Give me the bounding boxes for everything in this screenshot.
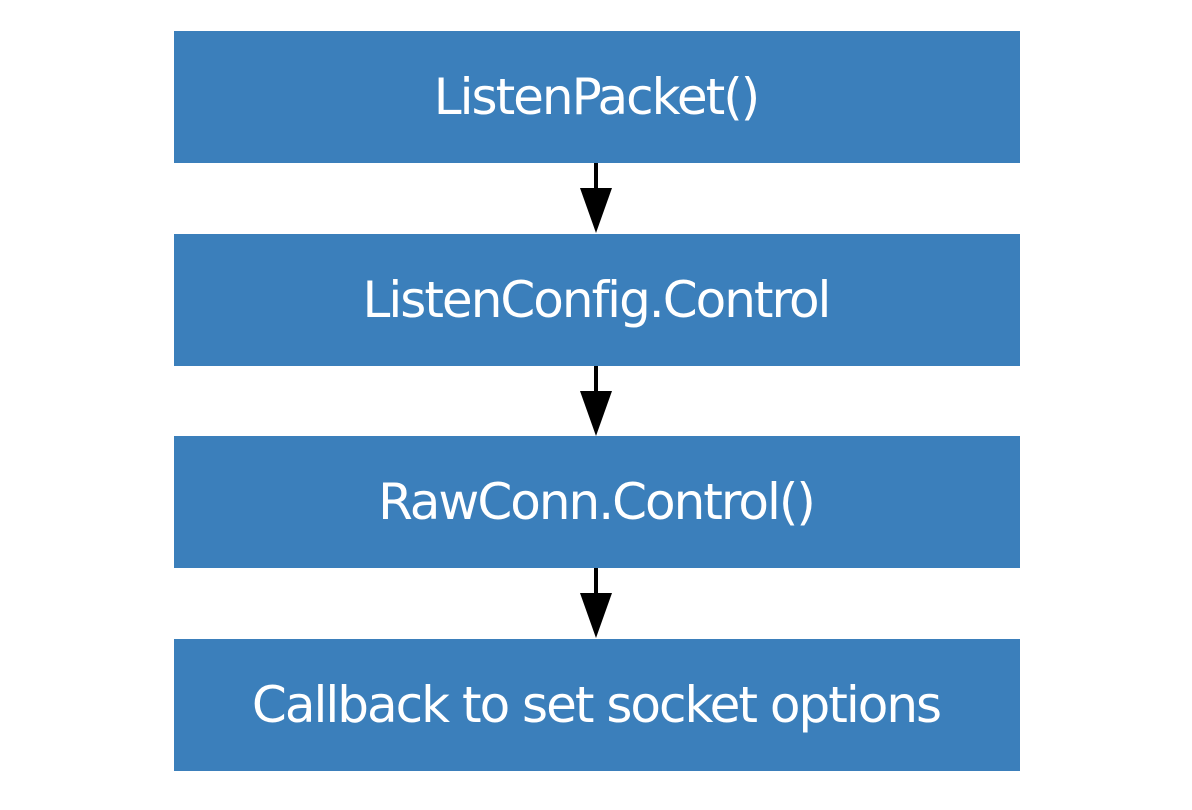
edge-listenconfig-to-rawconn (580, 366, 612, 436)
node-listen-packet: ListenPacket() (174, 31, 1020, 163)
node-label-callback: Callback to set socket options (252, 676, 940, 734)
edge-listenpacket-to-listenconfig (580, 163, 612, 233)
node-callback: Callback to set socket options (174, 639, 1020, 771)
node-label-listen-packet: ListenPacket() (434, 68, 758, 126)
node-label-listen-config-control: ListenConfig.Control (363, 271, 830, 329)
node-rawconn-control: RawConn.Control() (174, 436, 1020, 568)
edge-rawconn-to-callback (580, 568, 612, 638)
node-listen-config-control: ListenConfig.Control (174, 234, 1020, 366)
node-label-rawconn-control: RawConn.Control() (378, 473, 814, 531)
